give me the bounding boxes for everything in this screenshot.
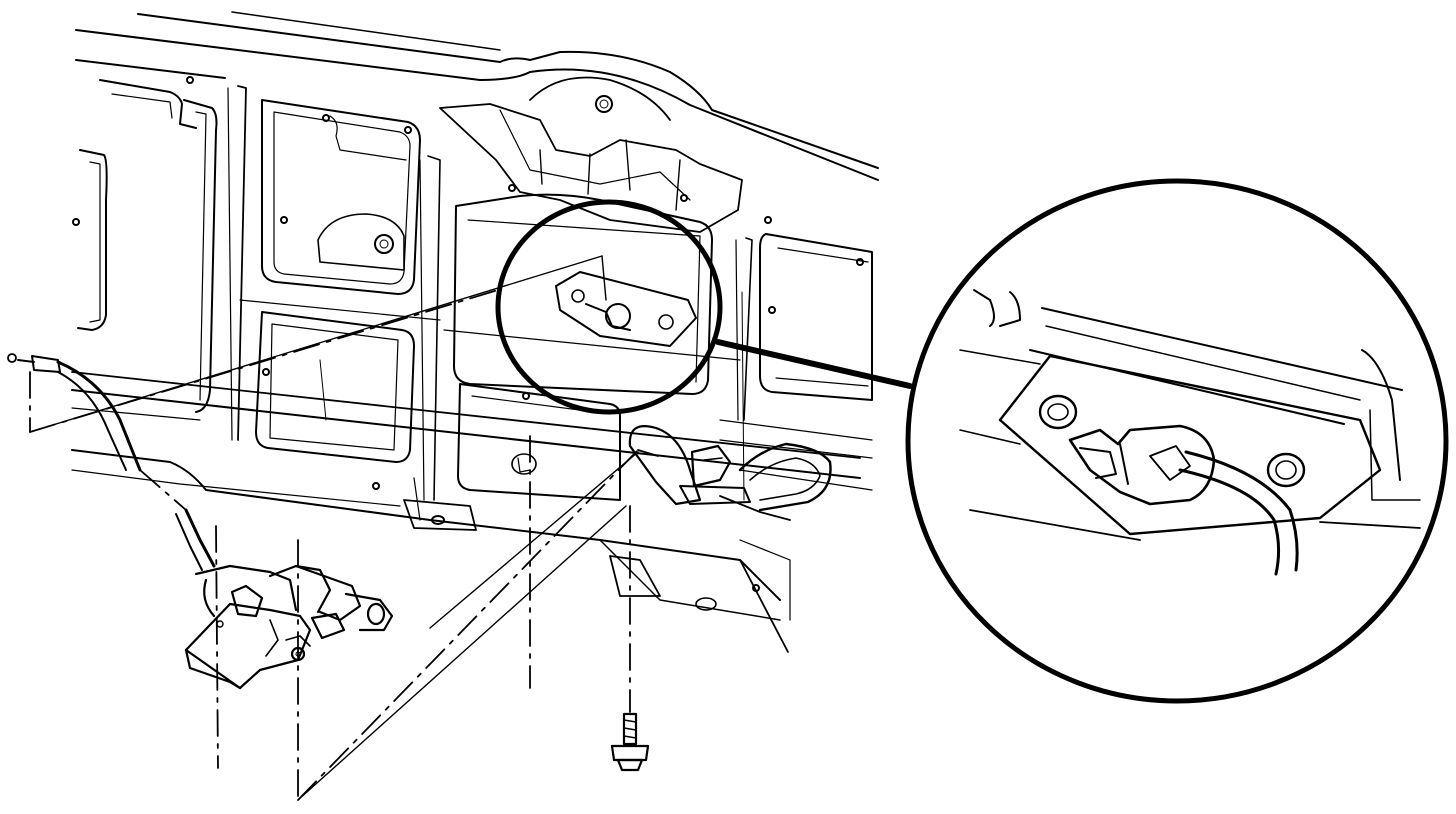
cable-retainer <box>31 355 61 373</box>
release-cable <box>7 353 216 571</box>
latch-assembly <box>184 564 394 690</box>
leader-lines <box>29 255 659 801</box>
detail-zoom-view <box>905 178 1449 704</box>
wiring-harness <box>628 425 832 521</box>
liftgate-inner-panel <box>71 11 879 653</box>
mounting-bolt <box>610 712 650 772</box>
detail-magnifier <box>495 199 913 415</box>
cable-end-ring <box>7 353 17 363</box>
